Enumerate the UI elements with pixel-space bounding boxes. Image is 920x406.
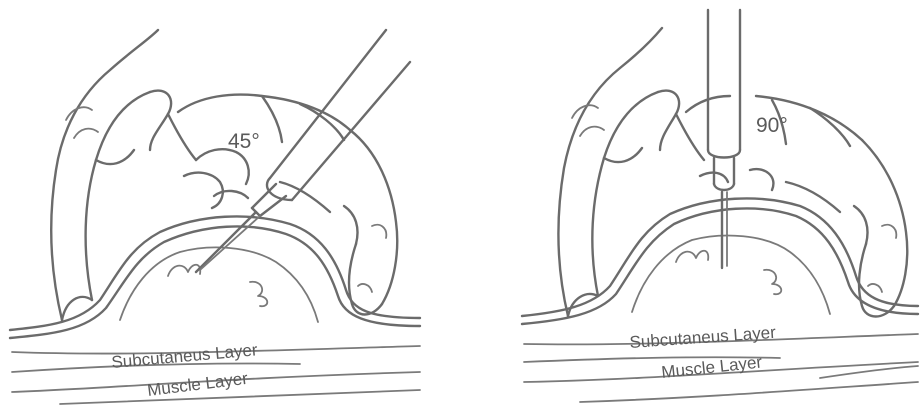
left-angle-label: 45° <box>228 130 260 153</box>
left-hand-illustration <box>51 30 397 320</box>
panel-90-degree: 90° Subcutaneus Layer Muscle Layer <box>522 10 918 402</box>
right-tissue-outline <box>632 236 830 314</box>
panel-45-degree: 45° Subcutaneus Layer Muscle Layer <box>10 30 420 404</box>
left-muscle-label: Muscle Layer <box>146 369 249 400</box>
left-skin-fold-inner <box>10 226 420 338</box>
right-syringe <box>708 10 740 268</box>
right-subcutaneous-label: Subcutaneus Layer <box>629 323 777 352</box>
left-tissue-outline <box>120 247 318 322</box>
right-angle-label: 90° <box>756 114 788 137</box>
right-skin-fold-inner <box>522 208 918 324</box>
left-subcutaneous-label: Subcutaneus Layer <box>111 340 259 372</box>
